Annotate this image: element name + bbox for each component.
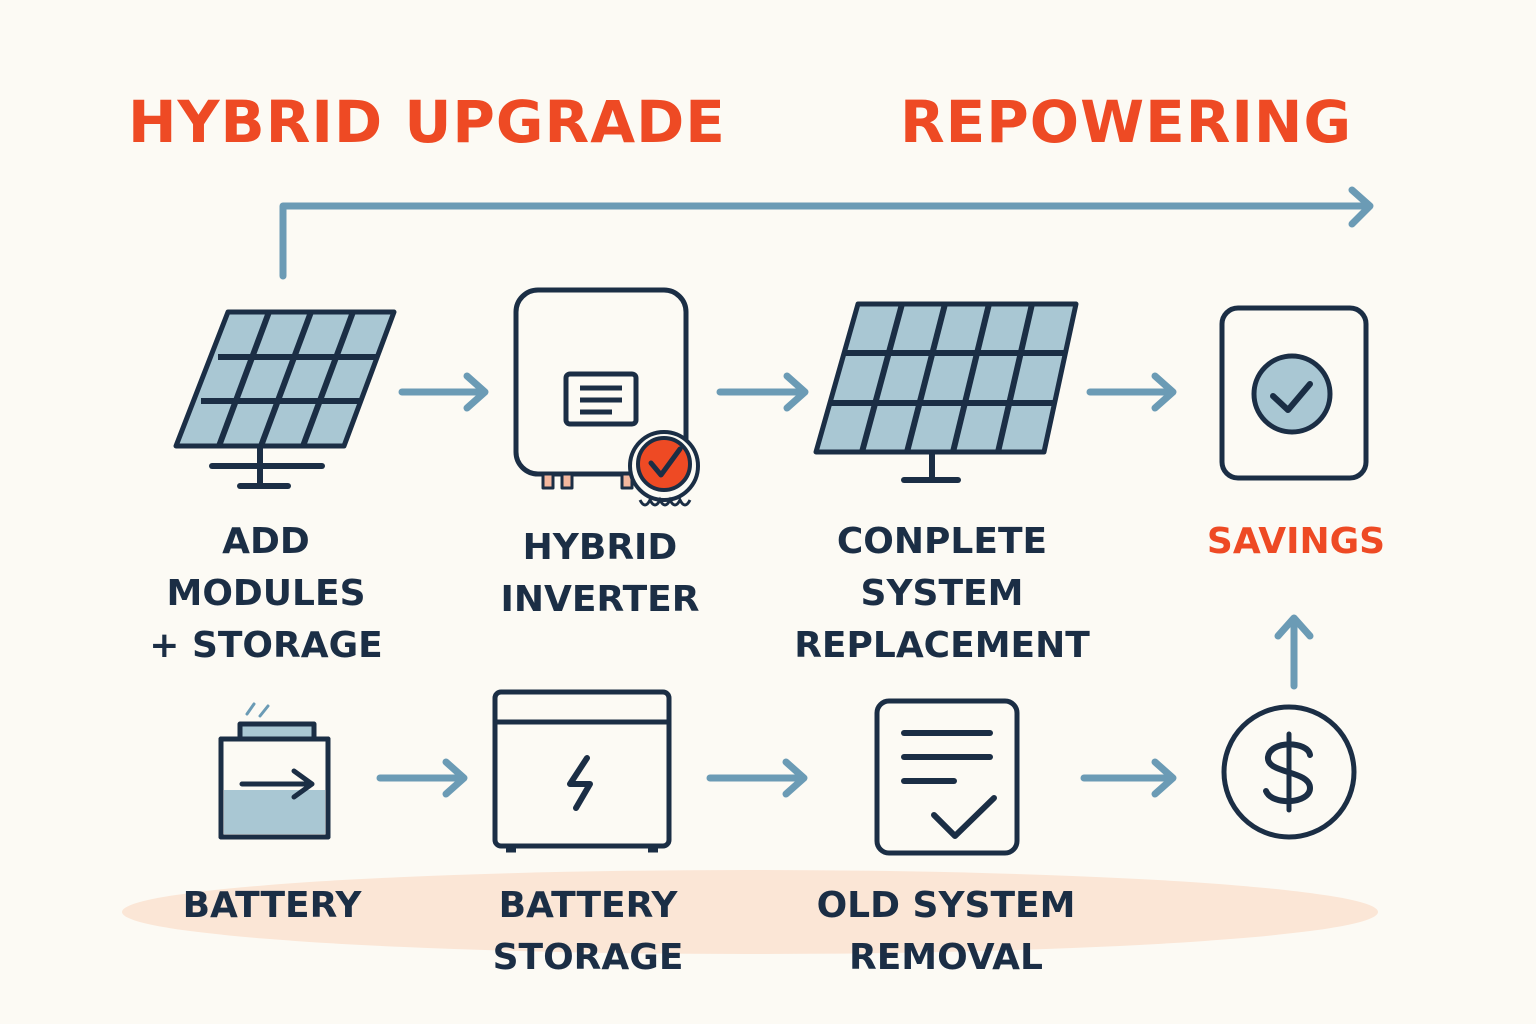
flow-arrow [1086,372,1177,412]
label-line: HYBRID [522,527,678,568]
battery-icon [218,702,331,840]
label-line: STORAGE [492,937,684,978]
label-line: BATTERY [182,885,362,926]
savings-label: SAVINGS [1207,516,1385,568]
label-line: + STORAGE [149,625,383,666]
add-modules-storage-label: ADD MODULES + STORAGE [149,516,383,672]
storage-cabinet-icon [492,689,672,853]
label-line: REPLACEMENT [794,625,1090,666]
flow-arrow [706,758,808,798]
label-line: CONPLETE [836,521,1048,562]
check-document-icon [1219,305,1369,481]
old-system-removal-label: OLD SYSTEM REMOVAL [817,880,1076,984]
label-line: MODULES [166,573,366,614]
solar-panel-icon [173,309,397,489]
label-line: REMOVAL [848,937,1043,978]
repowering-route-arrow [279,186,1374,280]
hybrid-inverter-label: HYBRID INVERTER [501,522,700,626]
flow-arrow [376,758,468,798]
repowering-heading: REPOWERING [900,88,1353,156]
checklist-icon [874,698,1020,856]
inverter-icon [513,287,689,490]
flow-arrow [398,372,489,412]
label-line: OLD SYSTEM [816,885,1076,926]
battery-storage-label: BATTERY STORAGE [493,880,684,984]
label-line: SYSTEM [860,573,1024,614]
solar-panel-icon [813,301,1079,483]
flow-arrow [1080,758,1177,798]
label-line: BATTERY [498,885,678,926]
dollar-coin-icon [1221,704,1357,840]
highlight-band [122,870,1378,954]
hybrid-upgrade-heading: HYBRID UPGRADE [128,88,726,156]
flow-arrow [716,372,809,412]
battery-label: BATTERY [183,880,362,932]
flow-arrow-up [1274,614,1314,690]
label-line: ADD [222,521,310,562]
label-line: INVERTER [500,579,700,620]
label-line: SAVINGS [1206,521,1386,562]
complete-system-replacement-label: CONPLETE SYSTEM REPLACEMENT [794,516,1090,672]
check-badge-icon [628,430,700,507]
